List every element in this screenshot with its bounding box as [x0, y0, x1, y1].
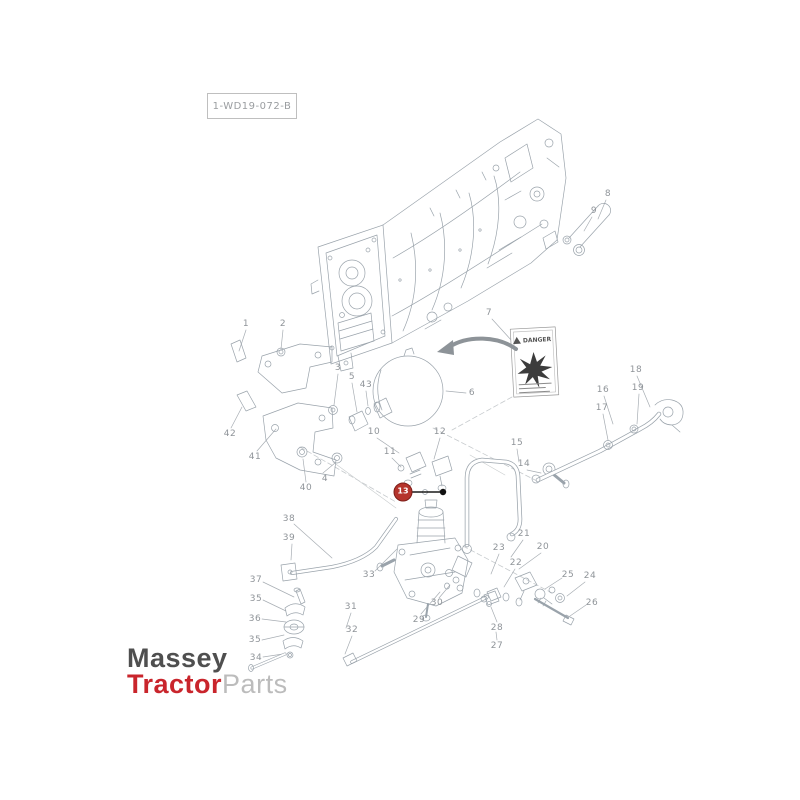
mounting-brackets — [230, 339, 343, 477]
pump-assembly — [376, 499, 469, 622]
u-bolt-parts-8-9 — [562, 203, 611, 256]
warning-triangle-icon — [513, 336, 522, 345]
nut-part-2 — [276, 347, 286, 357]
danger-decal-header: DANGER — [523, 336, 552, 344]
adapter-part-5 — [348, 410, 369, 432]
curved-pointer-arrow — [437, 336, 518, 355]
highlighted-part-number[interactable]: 13 — [393, 482, 413, 502]
explosion-burst-icon — [517, 352, 553, 388]
bolt-part-26 — [533, 597, 570, 620]
washer-part-40 — [296, 446, 308, 458]
nut-part-3 — [328, 405, 338, 415]
washer-part-4 — [331, 452, 343, 464]
thin-construction-lines — [332, 454, 506, 509]
warning-decal: DANGER — [509, 326, 560, 398]
pin-part-42 — [236, 390, 257, 412]
o-ring-part-43 — [365, 407, 371, 415]
accumulator-sphere — [328, 347, 444, 432]
drawing-number-box: 1-WD19-072-B — [207, 93, 297, 119]
brand-logo: Massey TractorParts — [127, 645, 288, 701]
transmission-housing-sketch — [310, 118, 567, 372]
pipe-parts-38-39 — [280, 517, 398, 582]
pipe-parts-31-32 — [342, 587, 502, 667]
pin-part-1 — [230, 339, 247, 363]
highlight-pointer — [410, 488, 447, 496]
fitting-cluster-20-30 — [444, 571, 575, 626]
clamp-parts-34-37 — [282, 587, 306, 659]
brand-word-massey: Massey — [127, 643, 228, 673]
pipe-end-near-logo — [248, 652, 287, 672]
hose-part-15 — [445, 457, 523, 578]
brand-word-tractor: Tractor — [127, 669, 223, 699]
callout-leader-lines — [230, 199, 651, 658]
drawing-number-text: 1-WD19-072-B — [212, 100, 292, 112]
pipe-parts-16-19 — [531, 399, 684, 484]
brand-word-parts: Parts — [222, 669, 288, 699]
